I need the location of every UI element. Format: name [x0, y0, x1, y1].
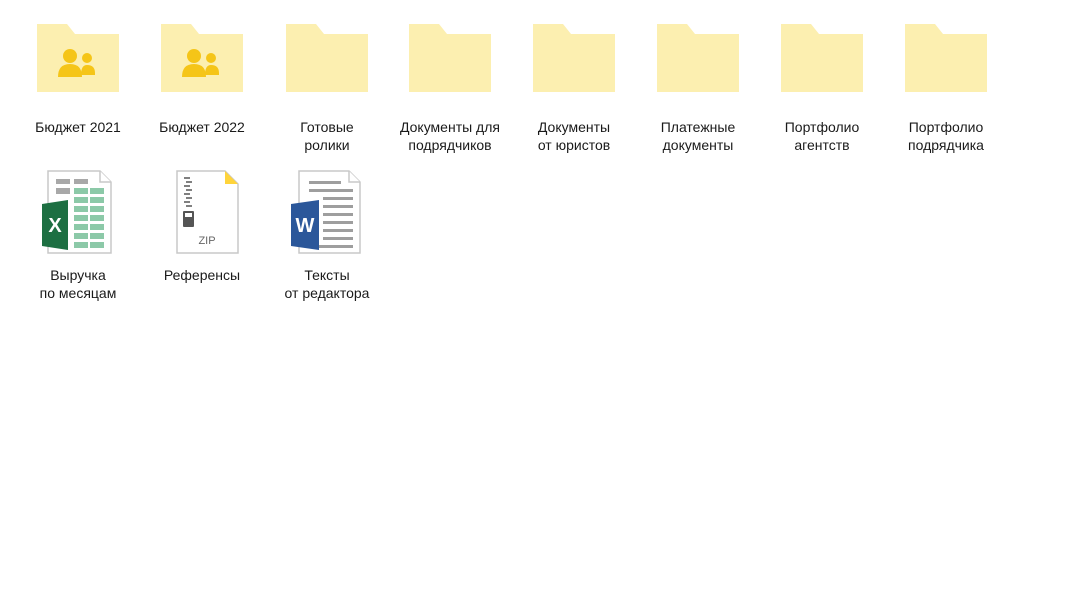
shared-folder-icon	[140, 22, 264, 114]
folder-label: Портфолио подрядчика	[908, 119, 984, 153]
file-item-references-zip[interactable]: ZIP Референсы	[140, 170, 264, 284]
folder-item-budget-2021[interactable]: Бюджет 2021	[16, 22, 140, 136]
file-label: Тексты от редактора	[284, 267, 370, 301]
folder-label: Документы для подрядчиков	[400, 119, 500, 153]
folder-icon	[760, 22, 884, 114]
folder-label: Портфолио агентств	[784, 119, 860, 153]
folder-icon	[636, 22, 760, 114]
file-item-revenue-spreadsheet[interactable]: X Выручка по месяцам	[16, 170, 140, 302]
excel-file-icon: X	[16, 170, 140, 262]
folder-icon	[388, 22, 512, 114]
folder-label: Готовые ролики	[300, 119, 354, 153]
file-label: Референсы	[163, 267, 241, 283]
folder-label: Бюджет 2022	[159, 119, 245, 135]
word-file-icon: W	[265, 170, 389, 262]
zip-archive-icon: ZIP	[140, 170, 264, 262]
file-item-editor-texts[interactable]: W Тексты от редактора	[265, 170, 389, 302]
folder-item-lawyer-docs[interactable]: Документы от юристов	[512, 22, 636, 154]
folder-icon	[512, 22, 636, 114]
folder-item-contractor-portfolio[interactable]: Портфолио подрядчика	[884, 22, 1008, 154]
folder-icon	[265, 22, 389, 114]
word-badge-letter: W	[296, 215, 315, 237]
folder-icon	[884, 22, 1008, 114]
folder-item-agency-portfolio[interactable]: Портфолио агентств	[760, 22, 884, 154]
zip-badge-text: ZIP	[198, 235, 215, 247]
folder-item-contractor-docs[interactable]: Документы для подрядчиков	[388, 22, 512, 154]
folder-item-budget-2022[interactable]: Бюджет 2022	[140, 22, 264, 136]
file-label: Выручка по месяцам	[39, 267, 117, 301]
shared-folder-icon	[16, 22, 140, 114]
folder-label: Платежные документы	[660, 119, 736, 153]
excel-badge-letter: X	[48, 215, 62, 237]
folder-item-payment-docs[interactable]: Платежные документы	[636, 22, 760, 154]
folder-item-ready-clips[interactable]: Готовые ролики	[265, 22, 389, 154]
folder-label: Документы от юристов	[537, 119, 611, 153]
folder-label: Бюджет 2021	[35, 119, 121, 135]
